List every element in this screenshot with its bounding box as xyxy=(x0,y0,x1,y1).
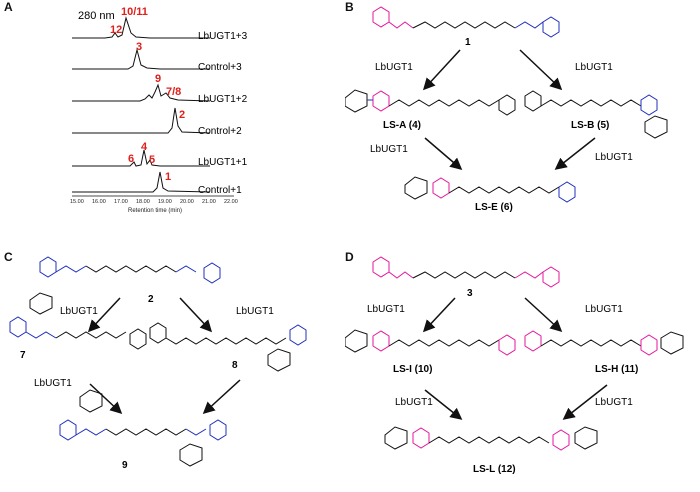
enzyme-label: LbUGT1 xyxy=(60,306,98,317)
tick-label: 19.00 xyxy=(158,199,172,205)
product-label: LS-E (6) xyxy=(475,202,513,213)
panel-c-letter: C xyxy=(4,250,13,264)
product-label: LS-I (10) xyxy=(393,364,432,375)
panel-d: D 3 LbUGT1 LbUGT1 LS-I (10) xyxy=(344,250,700,487)
enzyme-label: LbUGT1 xyxy=(595,152,633,163)
tick-label: 17.00 xyxy=(114,199,128,205)
peak-label: 9 xyxy=(155,73,161,85)
arrow xyxy=(424,389,463,420)
tick-label: 15.00 xyxy=(70,199,84,205)
product-label: LS-H (11) xyxy=(595,364,638,375)
molecule-ls-h xyxy=(524,330,684,356)
arrow xyxy=(89,383,123,415)
enzyme-label: LbUGT1 xyxy=(585,304,623,315)
product-label: LS-A (4) xyxy=(383,120,421,131)
substrate-label: 1 xyxy=(465,37,471,48)
trace-lbugt1-1 xyxy=(72,149,210,167)
molecule-ls-b xyxy=(524,90,668,139)
enzyme-label: LbUGT1 xyxy=(375,62,413,73)
tick-label: 18.00 xyxy=(136,199,150,205)
arrow xyxy=(179,297,213,333)
molecule-7 xyxy=(9,292,147,350)
arrow xyxy=(87,297,121,333)
x-axis-label: Retention time (min) xyxy=(128,208,182,214)
peak-label: 4 xyxy=(141,141,148,153)
molecule-2 xyxy=(39,256,221,284)
product-label: LS-L (12) xyxy=(473,464,516,475)
arrow xyxy=(554,137,596,170)
peak-label: 6 xyxy=(128,153,134,165)
arrow xyxy=(424,137,463,170)
scheme-b: 1 LbUGT1 LbUGT1 LS-A (4) LS-B (5) LbUGT1… xyxy=(344,6,668,213)
x-ticks: 15.00 16.00 17.00 18.00 19.00 20.00 21.0… xyxy=(70,199,238,205)
arrow xyxy=(562,384,608,420)
panel-a: A 280 nm 12 10/11 LbUGT1+3 3 Control+3 9… xyxy=(0,0,300,215)
arrow xyxy=(422,49,461,91)
molecule-ls-l xyxy=(384,426,598,451)
enzyme-label: LbUGT1 xyxy=(575,62,613,73)
trace-label: LbUGT1+2 xyxy=(198,94,248,105)
enzyme-label: LbUGT1 xyxy=(236,306,274,317)
scheme-c: 2 LbUGT1 LbUGT1 7 8 LbUGT1 xyxy=(9,256,307,471)
chromatogram-plot: 280 nm 12 10/11 LbUGT1+3 3 Control+3 9 7… xyxy=(70,6,248,214)
molecule-9 xyxy=(59,389,227,467)
trace-label: Control+1 xyxy=(198,185,242,196)
peak-label: 12 xyxy=(110,24,122,36)
peak-label: 7/8 xyxy=(166,86,181,98)
enzyme-label: LbUGT1 xyxy=(395,397,433,408)
trace-lbugt1-2 xyxy=(72,83,211,102)
peak-label: 3 xyxy=(136,41,142,53)
peak-label: 1 xyxy=(165,171,171,183)
tick-label: 20.00 xyxy=(180,199,194,205)
molecule-8 xyxy=(149,322,307,372)
peak-label: 2 xyxy=(179,109,185,121)
panel-a-letter: A xyxy=(4,0,13,14)
arrow xyxy=(524,297,563,333)
molecule-ls-a xyxy=(344,89,516,116)
trace-label: LbUGT1+1 xyxy=(198,157,248,168)
tick-label: 22.00 xyxy=(224,199,238,205)
substrate-label: 3 xyxy=(467,288,473,299)
panel-b: B 1 LbUGT1 LbUGT1 LS-A (4) xyxy=(344,0,700,215)
panel-c: C 2 LbUGT1 LbUGT1 7 xyxy=(0,250,340,487)
trace-label: Control+2 xyxy=(198,126,242,137)
peak-label: 5 xyxy=(149,154,155,166)
tick-label: 16.00 xyxy=(92,199,106,205)
enzyme-label: LbUGT1 xyxy=(34,378,72,389)
product-label: 8 xyxy=(232,360,238,371)
panel-b-letter: B xyxy=(345,0,354,14)
molecule-1 xyxy=(372,6,560,38)
trace-control-3 xyxy=(72,48,210,70)
trace-label: LbUGT1+3 xyxy=(198,31,248,42)
wavelength-label: 280 nm xyxy=(78,10,115,22)
trace-control-1 xyxy=(72,171,211,193)
product-label: 9 xyxy=(122,460,128,471)
product-label: LS-B (5) xyxy=(571,120,609,131)
product-label: 7 xyxy=(20,350,26,361)
peak-label: 10/11 xyxy=(121,6,148,18)
enzyme-label: LbUGT1 xyxy=(595,397,633,408)
trace-control-2 xyxy=(72,107,211,134)
arrow xyxy=(519,49,563,91)
tick-label: 21.00 xyxy=(202,199,216,205)
trace-label: Control+3 xyxy=(198,62,242,73)
enzyme-label: LbUGT1 xyxy=(370,144,408,155)
molecule-3 xyxy=(372,256,560,288)
molecule-ls-e xyxy=(404,176,576,203)
enzyme-label: LbUGT1 xyxy=(367,304,405,315)
arrow xyxy=(202,379,241,415)
trace-lbugt1-3 xyxy=(72,16,210,39)
panel-d-letter: D xyxy=(345,250,354,264)
scheme-d: 3 LbUGT1 LbUGT1 LS-I (10) LS-H (11) LbUG… xyxy=(344,256,684,475)
molecule-ls-i xyxy=(344,329,516,356)
substrate-label: 2 xyxy=(148,294,154,305)
arrow xyxy=(422,297,456,333)
